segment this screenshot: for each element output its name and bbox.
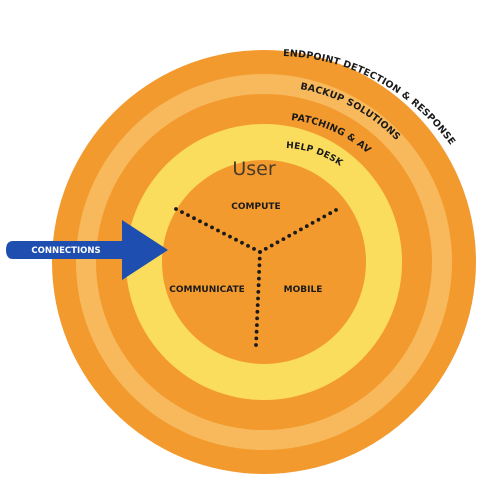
divider-dot <box>281 237 286 242</box>
divider-dot <box>246 244 250 248</box>
connections-arrow: CONNECTIONS <box>6 220 168 280</box>
dotted-dividers <box>174 207 338 347</box>
divider-dot <box>269 243 274 248</box>
divider-dot <box>257 276 261 281</box>
divider-dot <box>256 296 260 301</box>
divider-dot <box>316 217 321 222</box>
divider-dot <box>255 323 259 327</box>
divider-dot <box>299 227 303 232</box>
divider-dot <box>252 247 256 251</box>
divider-dot <box>257 263 262 268</box>
divider-dot <box>254 336 259 341</box>
divider-dot <box>255 316 259 321</box>
arrow-right-icon <box>6 220 168 280</box>
label-communicate: COMMUNICATE <box>169 285 245 295</box>
divider-dot <box>255 303 260 307</box>
divider-dot <box>256 283 261 288</box>
divider-dot <box>198 219 202 224</box>
divider-dot <box>254 329 259 334</box>
label-compute: COMPUTE <box>231 202 280 212</box>
divider-dot <box>257 256 262 261</box>
core-user <box>162 160 366 364</box>
divider-dot <box>257 270 261 274</box>
divider-dot <box>334 208 338 212</box>
divider-dot <box>275 240 280 245</box>
dotted-line-left <box>174 207 262 254</box>
divider-dot <box>287 233 292 238</box>
divider-dot <box>256 290 261 294</box>
divider-dot <box>216 228 220 233</box>
divider-dot <box>258 250 262 254</box>
label-mobile: MOBILE <box>284 285 323 295</box>
divider-dot <box>204 222 208 227</box>
divider-dot <box>228 234 232 239</box>
divider-dot <box>240 240 244 245</box>
divider-dot <box>304 224 309 229</box>
dotted-line-right <box>258 208 338 254</box>
divider-dot <box>328 211 333 216</box>
divider-dot <box>192 216 196 221</box>
divider-dot <box>255 309 260 314</box>
divider-dot <box>222 231 226 236</box>
divider-dot <box>234 237 238 242</box>
divider-dot <box>322 214 327 219</box>
divider-dot <box>186 213 190 218</box>
dotted-line-down <box>254 250 262 347</box>
core-title: User <box>232 158 275 180</box>
divider-dot <box>180 210 184 215</box>
divider-dot <box>174 207 178 211</box>
arrow-label: CONNECTIONS <box>31 246 100 256</box>
divider-dot <box>293 230 297 235</box>
divider-dot <box>310 221 315 225</box>
divider-dot <box>254 343 258 347</box>
divider-dot <box>210 225 214 230</box>
divider-dot <box>263 246 268 251</box>
